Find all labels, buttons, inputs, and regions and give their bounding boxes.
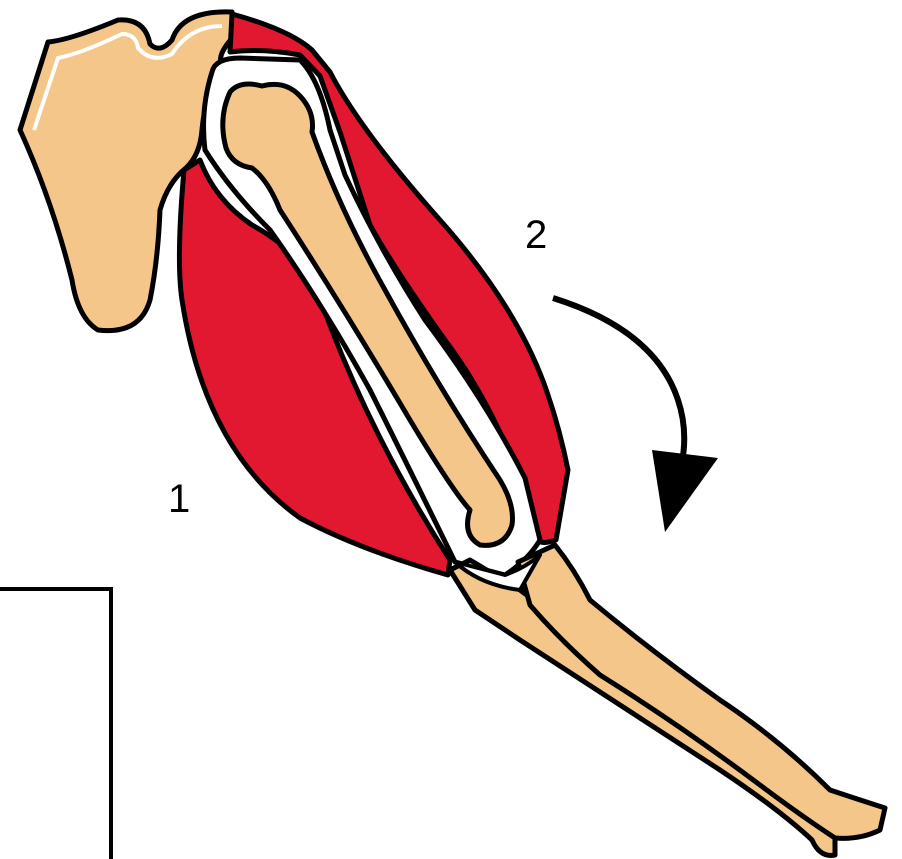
radius-bone	[518, 545, 885, 838]
label-muscle-one: 1	[168, 477, 190, 521]
ulna-bone	[450, 560, 835, 855]
label-muscle-two: 2	[525, 213, 547, 257]
support-ledge	[0, 589, 111, 859]
motion-arrowhead-icon	[652, 450, 718, 532]
motion-arrow-shaft	[553, 298, 684, 462]
